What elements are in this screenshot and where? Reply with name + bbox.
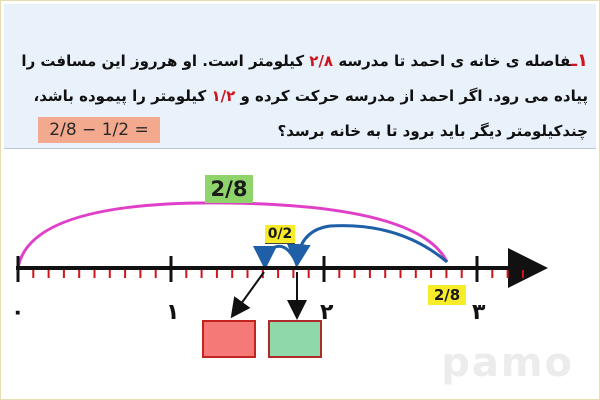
watermark-logo: pamo [441, 340, 574, 386]
total-distance-label: 2/8 [205, 175, 253, 203]
return-arc [286, 224, 448, 268]
tick-label-2: ۲ [320, 300, 334, 325]
question-line-3: چندکیلومتر دیگر باید برود تا به خانه برس… [277, 122, 588, 140]
question-line-2: پیاده می رود. اگر احمد از مدرسه حرکت کرد… [34, 87, 588, 105]
pointer-to-left-box [230, 271, 265, 319]
tick-label-3: ۳ [472, 300, 486, 325]
small-step-label: 0/2 [265, 225, 295, 244]
question-line-1: ۱ـفاصله ی خانه ی احمد تا مدرسه ۲/۸ کیلوم… [21, 50, 588, 71]
end-point-label: 2/8 [428, 285, 466, 305]
tick-label-0: ۰ [11, 300, 25, 325]
total-distance-arc [16, 201, 449, 269]
formula-box: 2/8 − 1/2 = [38, 117, 160, 143]
walked-value: ۱/۲ [211, 87, 236, 105]
question-text-2b: کیلومتر را پیموده باشد، [33, 87, 212, 105]
question-text-1a: فاصله ی خانه ی احمد تا مدرسه [333, 52, 571, 70]
tick-label-1: ۱ [166, 300, 180, 325]
answer-box-right[interactable] [268, 320, 322, 358]
distance-value: ۲/۸ [309, 52, 334, 70]
small-step-arc [253, 244, 299, 270]
question-text-2a: پیاده می رود. اگر احمد از مدرسه حرکت کرد… [235, 87, 588, 105]
question-text-1b: کیلومتر است. او هرروز این مسافت را [21, 52, 310, 70]
question-number: ۱ـ [570, 50, 588, 71]
panel-divider [4, 148, 596, 149]
tick-marks [16, 256, 524, 282]
answer-box-left[interactable] [202, 320, 256, 358]
